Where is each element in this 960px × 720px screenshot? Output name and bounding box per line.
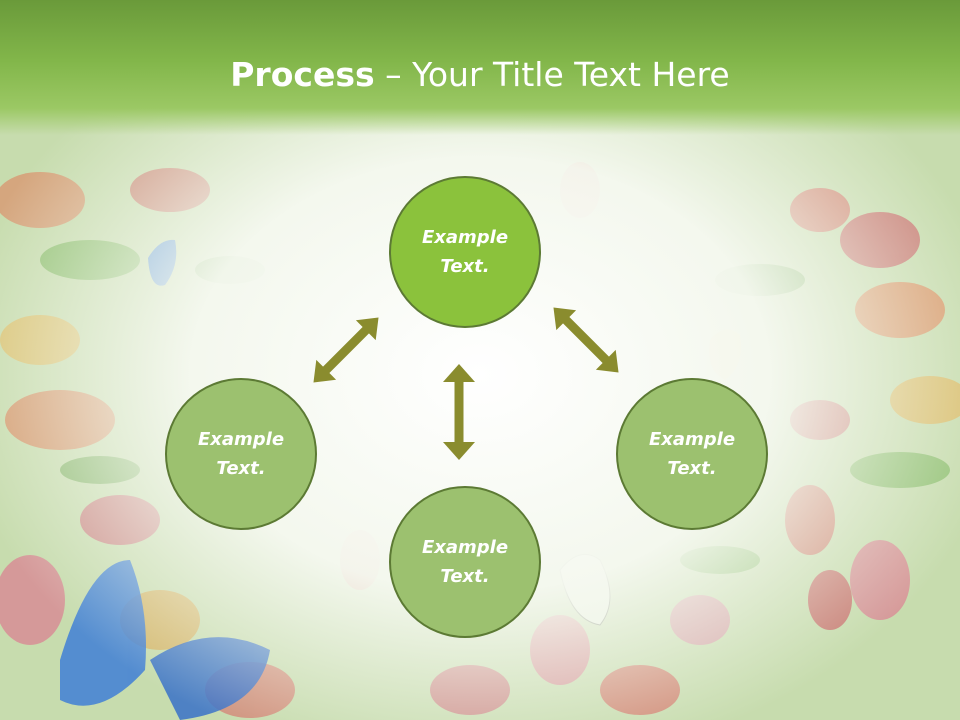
slide-title: Process – Your Title Text Here: [0, 52, 960, 98]
node-bottom-text: Example Text.: [421, 537, 509, 587]
process-node-bottom: Example Text.: [389, 486, 541, 638]
process-node-left: Example Text.: [165, 378, 317, 530]
double-arrow-top-left: [313, 317, 379, 383]
node-top-text: Example Text.: [421, 227, 509, 277]
process-node-right: Example Text.: [616, 378, 768, 530]
node-right-text: Example Text.: [648, 429, 736, 479]
double-arrow-top-right: [553, 307, 619, 373]
title-bold-text: Process: [230, 55, 375, 94]
title-bar: Process – Your Title Text Here: [0, 0, 960, 135]
process-node-top: Example Text.: [389, 176, 541, 328]
title-rest-text: – Your Title Text Here: [374, 55, 730, 94]
node-left-text: Example Text.: [197, 429, 285, 479]
double-arrow-vertical: [443, 364, 475, 460]
